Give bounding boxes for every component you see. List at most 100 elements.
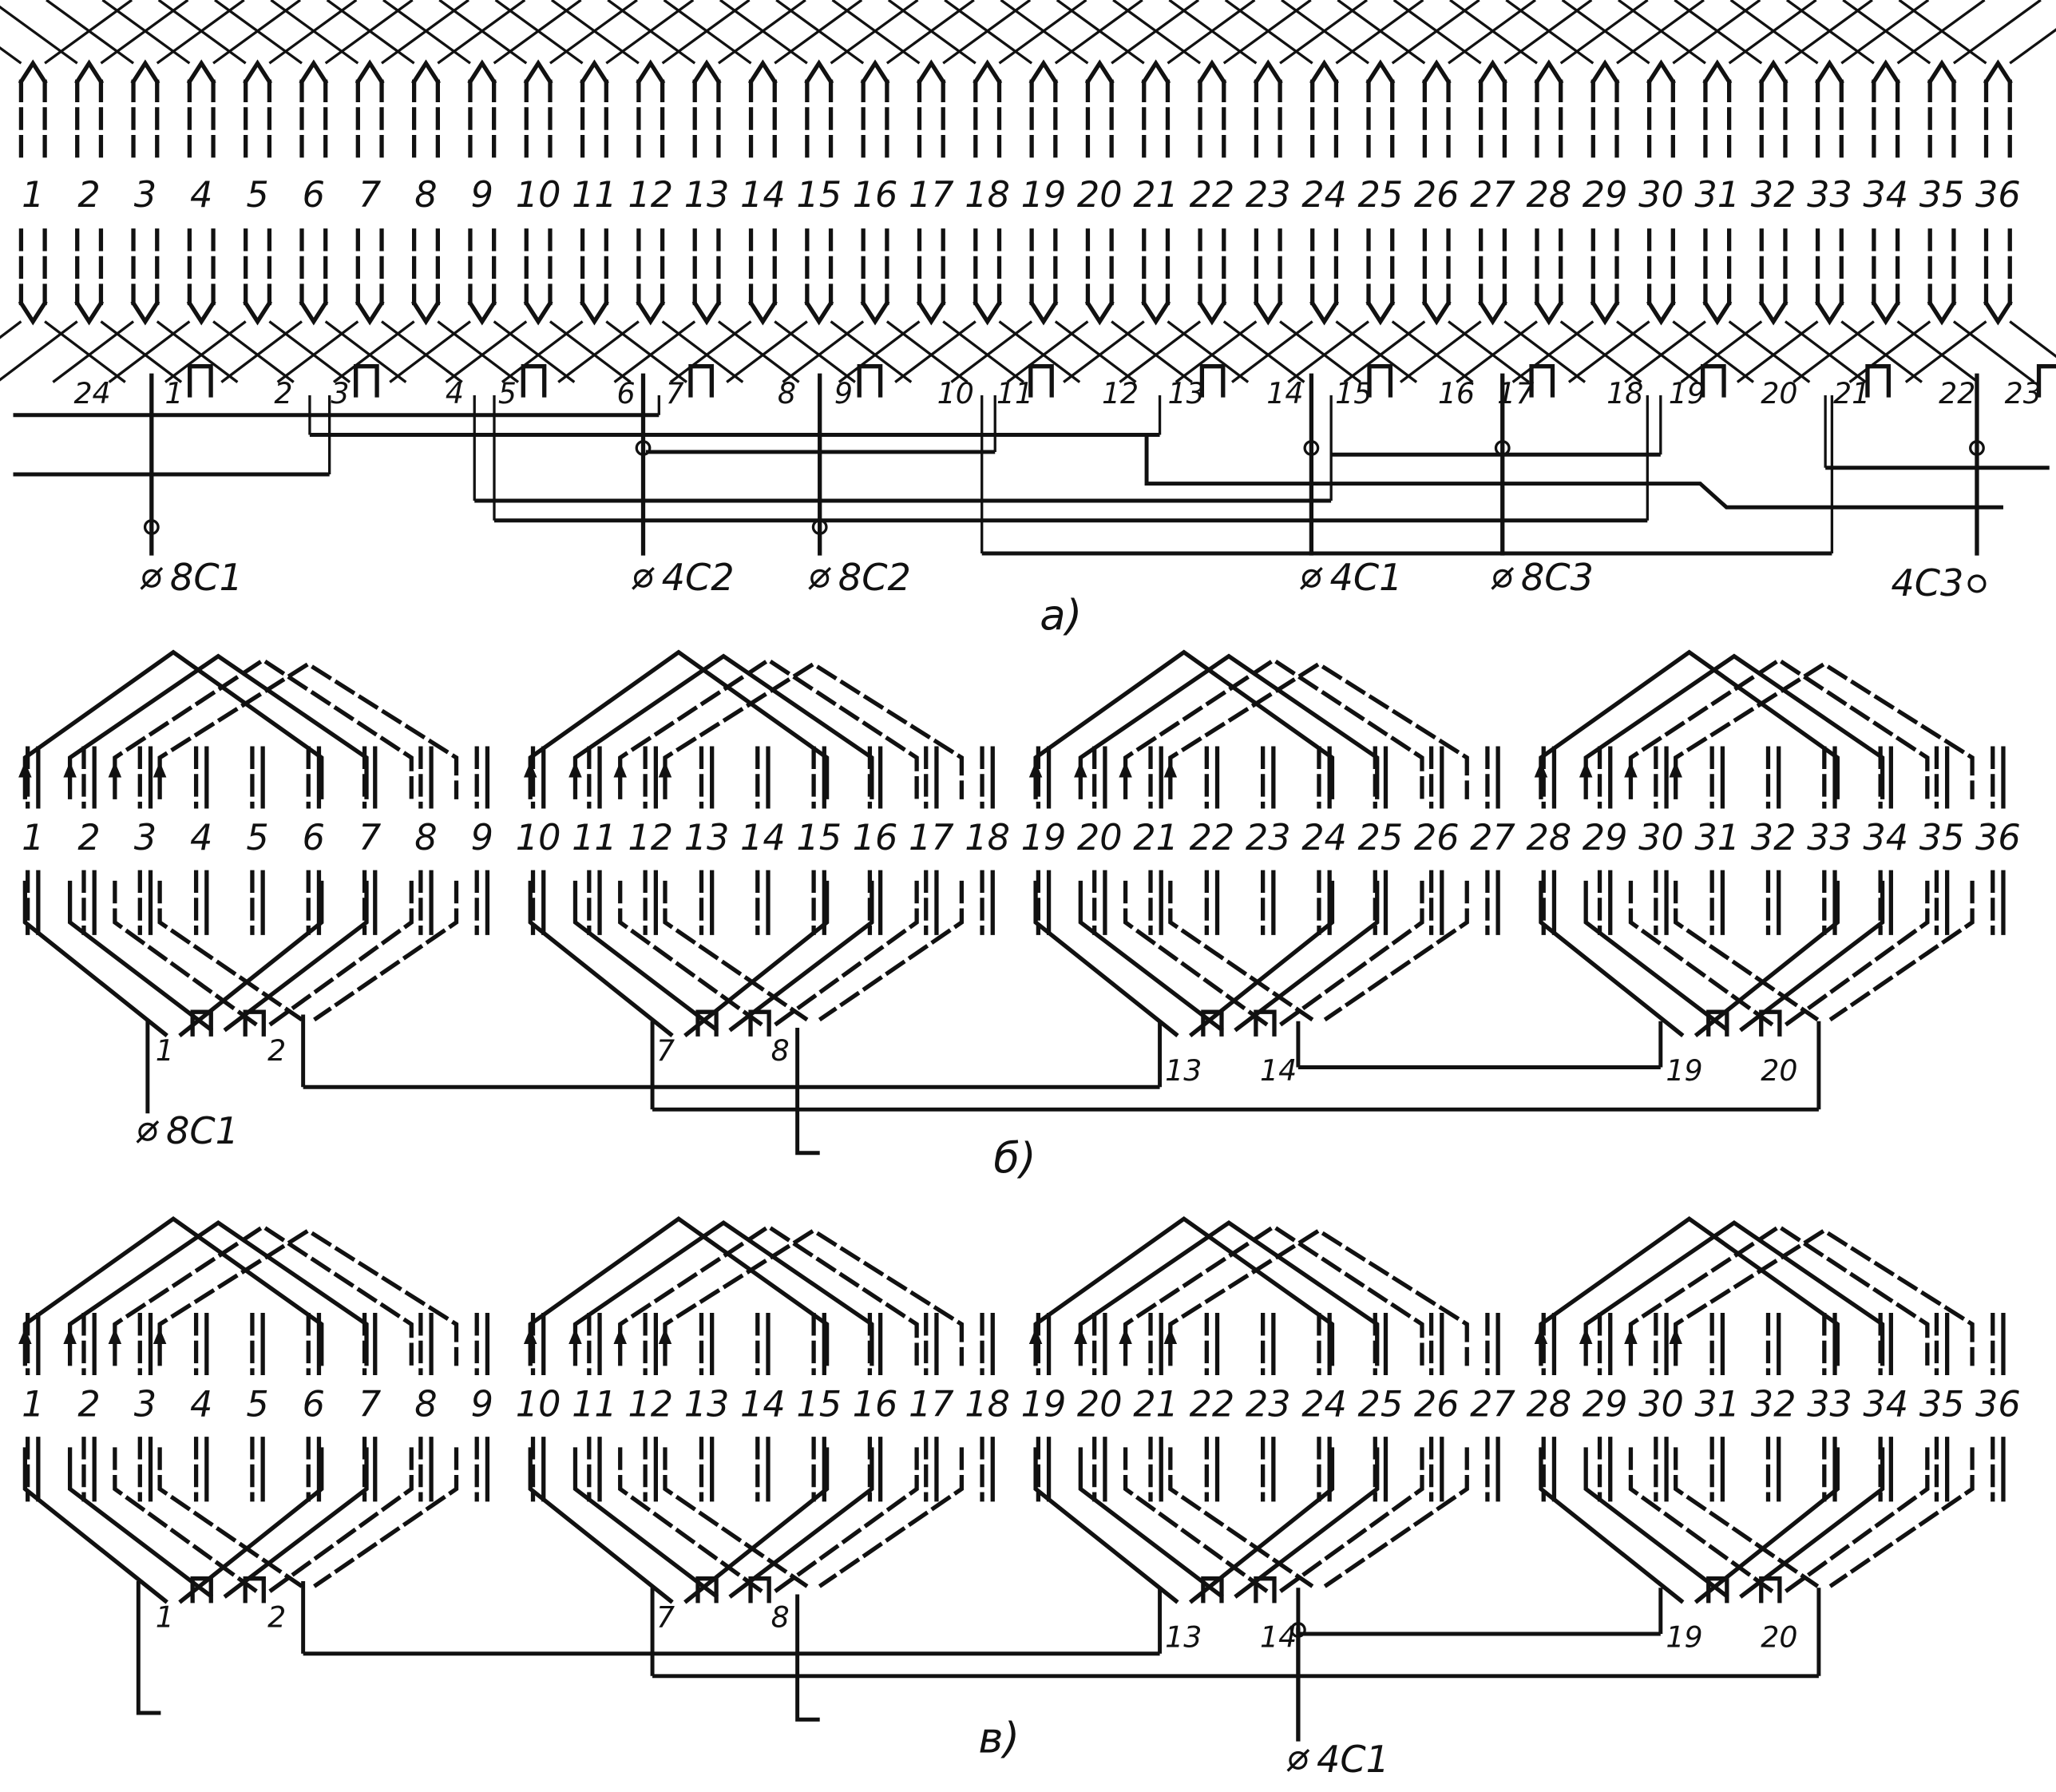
terminal-slash: [632, 566, 655, 590]
coil-end-bottom: [1758, 299, 1789, 326]
coil-bottom: [113, 1447, 414, 1594]
slot-number: 23: [1246, 817, 1291, 858]
coil-diagonal: [493, 320, 576, 383]
terminal-slash: [136, 1120, 160, 1144]
coil-bottom: [1078, 1447, 1380, 1599]
coil-diagonal: [501, 320, 584, 383]
coil-diagonal: [1006, 320, 1089, 383]
bus-line: [1144, 434, 2003, 509]
slot-number: 3: [134, 174, 156, 216]
coil-bottom: [1539, 880, 1840, 1037]
coil-label: 10: [937, 376, 974, 410]
current-arrow-icon: [153, 1328, 167, 1344]
coil-label: 2: [274, 376, 292, 410]
coil-diagonal: [663, 0, 752, 65]
coil-diagonal: [46, 0, 135, 65]
slot-number: 14: [740, 174, 786, 216]
coil-end-bottom: [1197, 299, 1227, 326]
slot-number: 4: [190, 817, 212, 858]
coil-diagonal: [1952, 0, 2042, 65]
coil-label: 7: [656, 1033, 675, 1068]
slot-number: 14: [740, 817, 786, 858]
coil-diagonal: [661, 320, 744, 383]
coil-end-top: [1365, 59, 1396, 85]
terminal-icon: [142, 569, 161, 588]
coil-diagonal: [382, 0, 471, 65]
coil-diagonal: [719, 0, 808, 65]
coil-diagonal: [1616, 320, 1698, 383]
caption-b: б): [993, 1135, 1036, 1183]
current-arrow-icon: [1074, 761, 1087, 778]
coil-diagonal: [276, 320, 359, 383]
slot-number: 14: [740, 1384, 786, 1425]
coil-diagonal: [1456, 320, 1538, 383]
coil-diagonal: [1448, 320, 1530, 383]
coil-end-bottom: [243, 299, 273, 326]
coil-end-top: [916, 59, 946, 85]
slot-number: 20: [1077, 174, 1123, 216]
coil-diagonal: [950, 320, 1033, 383]
slot-number: 10: [516, 174, 561, 216]
slot-number: 6: [303, 1384, 325, 1425]
slot-number: 30: [1638, 174, 1684, 216]
coil-lead-box: [1028, 364, 1054, 398]
coil-label: 4: [446, 376, 464, 410]
slot-number: 10: [516, 817, 561, 858]
coil-label: 11: [996, 376, 1033, 410]
coil-lead-box: [748, 1009, 771, 1037]
coil-bottom: [1123, 880, 1424, 1027]
slot-number: 9: [471, 174, 493, 216]
coil-bottom: [67, 1447, 369, 1599]
coil-label: 19: [1666, 1053, 1702, 1088]
coil-diagonal: [1449, 0, 1538, 65]
current-arrow-icon: [1534, 761, 1548, 778]
current-arrow-icon: [1074, 1328, 1087, 1344]
coil-diagonal: [1680, 320, 1763, 383]
slot-number: 29: [1583, 1384, 1628, 1425]
coil-end-top: [130, 59, 160, 85]
coil-diagonal: [1503, 320, 1587, 383]
terminal-icon: [1493, 569, 1512, 588]
coil-label: 2: [267, 1600, 286, 1635]
coil-diagonal: [1624, 320, 1706, 383]
lead-wire: [795, 1028, 820, 1156]
coil-diagonal: [613, 320, 696, 383]
junction-icon: [635, 440, 652, 456]
coil-end-bottom: [1702, 299, 1733, 326]
coil-diagonal: [775, 0, 865, 65]
coil-bottom: [1539, 1447, 1840, 1604]
current-arrow-icon: [18, 761, 32, 778]
slot-number: 7: [359, 1384, 381, 1425]
coil-label: 1: [156, 1600, 174, 1635]
coil-end-bottom: [355, 299, 385, 326]
coil-diagonal: [0, 320, 78, 382]
coil-diagonal: [1952, 320, 2035, 383]
coil-diagonal: [212, 320, 295, 383]
coil-diagonal: [1119, 320, 1202, 383]
coil-diagonal: [1343, 320, 1426, 383]
coil-bottom: [528, 880, 830, 1037]
terminal-slash: [808, 566, 832, 590]
coil-end-bottom: [691, 299, 722, 326]
coil-lead-box: [354, 364, 379, 398]
lead-wire: [136, 1581, 161, 1715]
coil-diagonal: [1399, 320, 1482, 383]
current-arrow-icon: [1163, 761, 1178, 778]
coil-diagonal: [1063, 320, 1145, 383]
coil-diagonal: [214, 0, 303, 65]
coil-end-bottom: [410, 299, 441, 326]
coil-end-bottom: [1309, 299, 1340, 326]
junction-icon: [811, 519, 828, 535]
coil-diagonal: [1168, 0, 1258, 65]
junction-icon: [1969, 440, 1985, 456]
coil-bottom: [1033, 880, 1335, 1037]
coil-lead-box: [190, 1009, 213, 1037]
coil-bottom: [1168, 880, 1469, 1022]
current-arrow-icon: [18, 1328, 32, 1344]
current-arrow-icon: [1669, 761, 1682, 778]
coil-end-bottom: [1590, 299, 1620, 326]
coil-diagonal: [52, 320, 135, 383]
coil-end-top: [579, 59, 609, 85]
coil-label: 7: [656, 1600, 675, 1635]
